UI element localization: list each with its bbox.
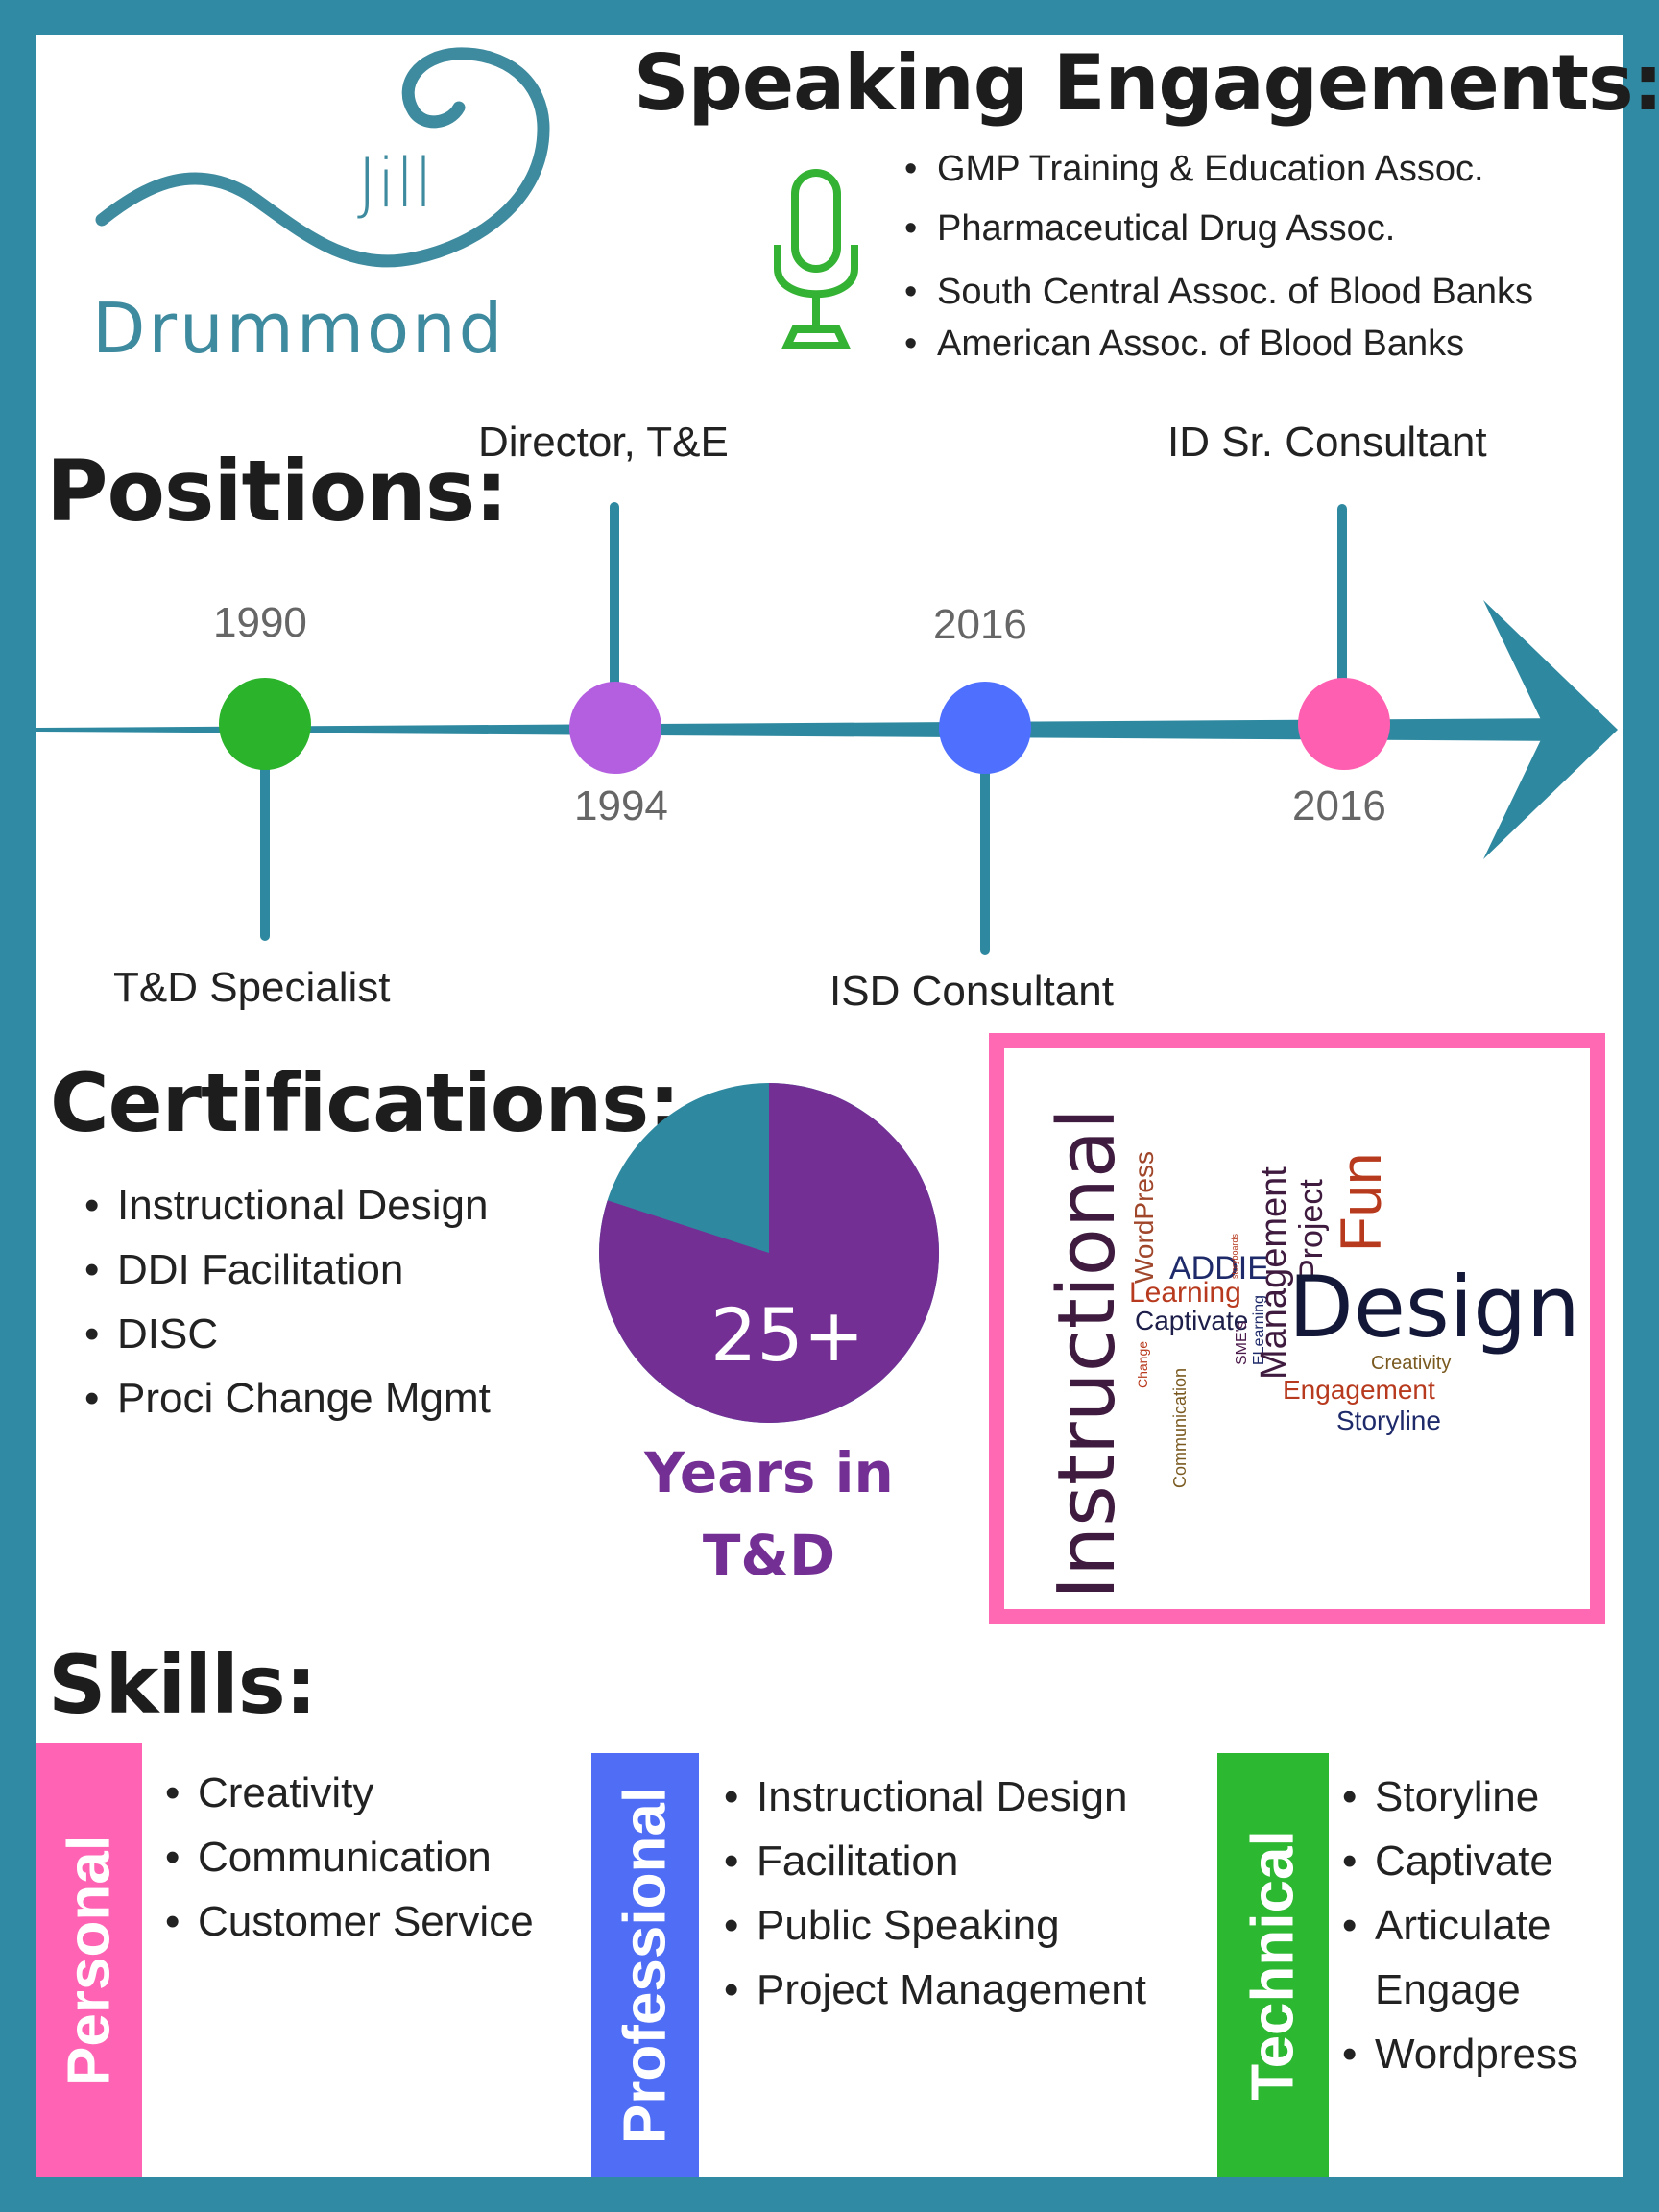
- certifications-list: •Instructional Design •DDI Facilitation …: [84, 1173, 491, 1431]
- timeline-year-1990: 1990: [213, 599, 307, 646]
- timeline-year-1994: 1994: [574, 782, 668, 830]
- wc-design: Design: [1288, 1258, 1580, 1357]
- skills-professional-bar: Professional: [591, 1753, 699, 2177]
- list-item: •South Central Assoc. of Blood Banks: [904, 272, 1534, 312]
- years-caption-line2: T&D: [702, 1523, 836, 1588]
- skills-technical-list: •Storyline •Captivate •Articulate Engage…: [1342, 1765, 1578, 2086]
- list-item: •GMP Training & Education Assoc.: [904, 149, 1484, 189]
- list-item: •DDI Facilitation: [84, 1246, 404, 1293]
- positions-title: Positions:: [46, 442, 508, 541]
- timeline-dot-2016-id: [1298, 678, 1390, 770]
- wc-change: Change: [1135, 1340, 1150, 1388]
- list-item: •Instructional Design: [724, 1773, 1128, 1820]
- timeline-year-2016-id: 2016: [1292, 782, 1386, 830]
- timeline-dot-2016-isd: [939, 682, 1031, 774]
- timeline-label-director: Director, T&E: [478, 419, 729, 466]
- list-item: •Proci Change Mgmt: [84, 1375, 491, 1422]
- speaking-title: Speaking Engagements:: [634, 38, 1659, 128]
- timeline-label-td-specialist: T&D Specialist: [113, 964, 391, 1011]
- list-item: •Articulate: [1342, 1902, 1551, 1949]
- list-item: •American Assoc. of Blood Banks: [904, 324, 1465, 364]
- years-caption-line1: Years in: [644, 1440, 894, 1505]
- wc-wordpress: WordPress: [1129, 1151, 1159, 1284]
- wc-storyline: Storyline: [1336, 1406, 1441, 1435]
- logo-swirl-icon: [95, 47, 550, 268]
- wc-communication: Communication: [1170, 1367, 1190, 1488]
- list-item: •Storyline: [1342, 1773, 1540, 1820]
- timeline-label-isd-consultant: ISD Consultant: [830, 968, 1114, 1015]
- wc-creativity: Creativity: [1371, 1353, 1452, 1374]
- pie-slice-years: [599, 1083, 940, 1423]
- wc-captivate: Captivate: [1135, 1306, 1249, 1335]
- list-item: •Pharmaceutical Drug Assoc.: [904, 208, 1396, 249]
- list-item: •Communication: [165, 1834, 492, 1881]
- skills-professional-list: •Instructional Design •Facilitation •Pub…: [724, 1765, 1146, 2022]
- list-item: •Facilitation: [724, 1838, 959, 1885]
- wc-smes: SME's: [1234, 1321, 1250, 1365]
- years-pie-chart: [599, 1083, 940, 1423]
- skills-technical-bar: Technical: [1217, 1753, 1329, 2177]
- list-item: •Wordpress: [1342, 2031, 1578, 2078]
- skills-title: Skills:: [48, 1638, 317, 1732]
- list-item: •Captivate: [1342, 1838, 1553, 1885]
- years-value: 25+: [710, 1292, 865, 1378]
- certifications-title: Certifications:: [50, 1056, 681, 1150]
- logo-last-name: Drummond: [92, 288, 506, 369]
- wc-engagement: Engagement: [1283, 1375, 1435, 1405]
- logo-first-name: Jill: [357, 144, 433, 223]
- wc-management: Management: [1254, 1166, 1294, 1380]
- list-item: •Public Speaking: [724, 1902, 1060, 1949]
- list-item: Engage: [1375, 1966, 1521, 2013]
- word-cloud: Instructional WordPress ADDIE Learning C…: [989, 1033, 1605, 1624]
- timeline-dot-1994: [569, 682, 661, 774]
- timeline-arrow: [36, 502, 1618, 955]
- list-item: •Creativity: [165, 1769, 374, 1816]
- timeline-year-2016-isd: 2016: [933, 601, 1027, 648]
- timeline-label-id-sr-consultant: ID Sr. Consultant: [1167, 419, 1487, 466]
- list-item: •Instructional Design: [84, 1182, 489, 1229]
- list-item: •DISC: [84, 1310, 219, 1358]
- microphone-icon: [774, 169, 858, 349]
- wc-addie: ADDIE: [1169, 1250, 1269, 1286]
- wc-learning: Learning: [1129, 1277, 1241, 1309]
- wc-instructional: Instructional: [1042, 1108, 1133, 1599]
- wc-fun: Fun: [1329, 1152, 1393, 1252]
- timeline-dot-1990: [219, 678, 311, 770]
- skills-personal-bar: Personal: [36, 1743, 142, 2177]
- list-item: •Project Management: [724, 1966, 1146, 2013]
- skills-personal-list: •Creativity •Communication •Customer Ser…: [165, 1761, 534, 1954]
- list-item: •Customer Service: [165, 1898, 534, 1945]
- wc-storyboards: storyboards: [1230, 1233, 1239, 1279]
